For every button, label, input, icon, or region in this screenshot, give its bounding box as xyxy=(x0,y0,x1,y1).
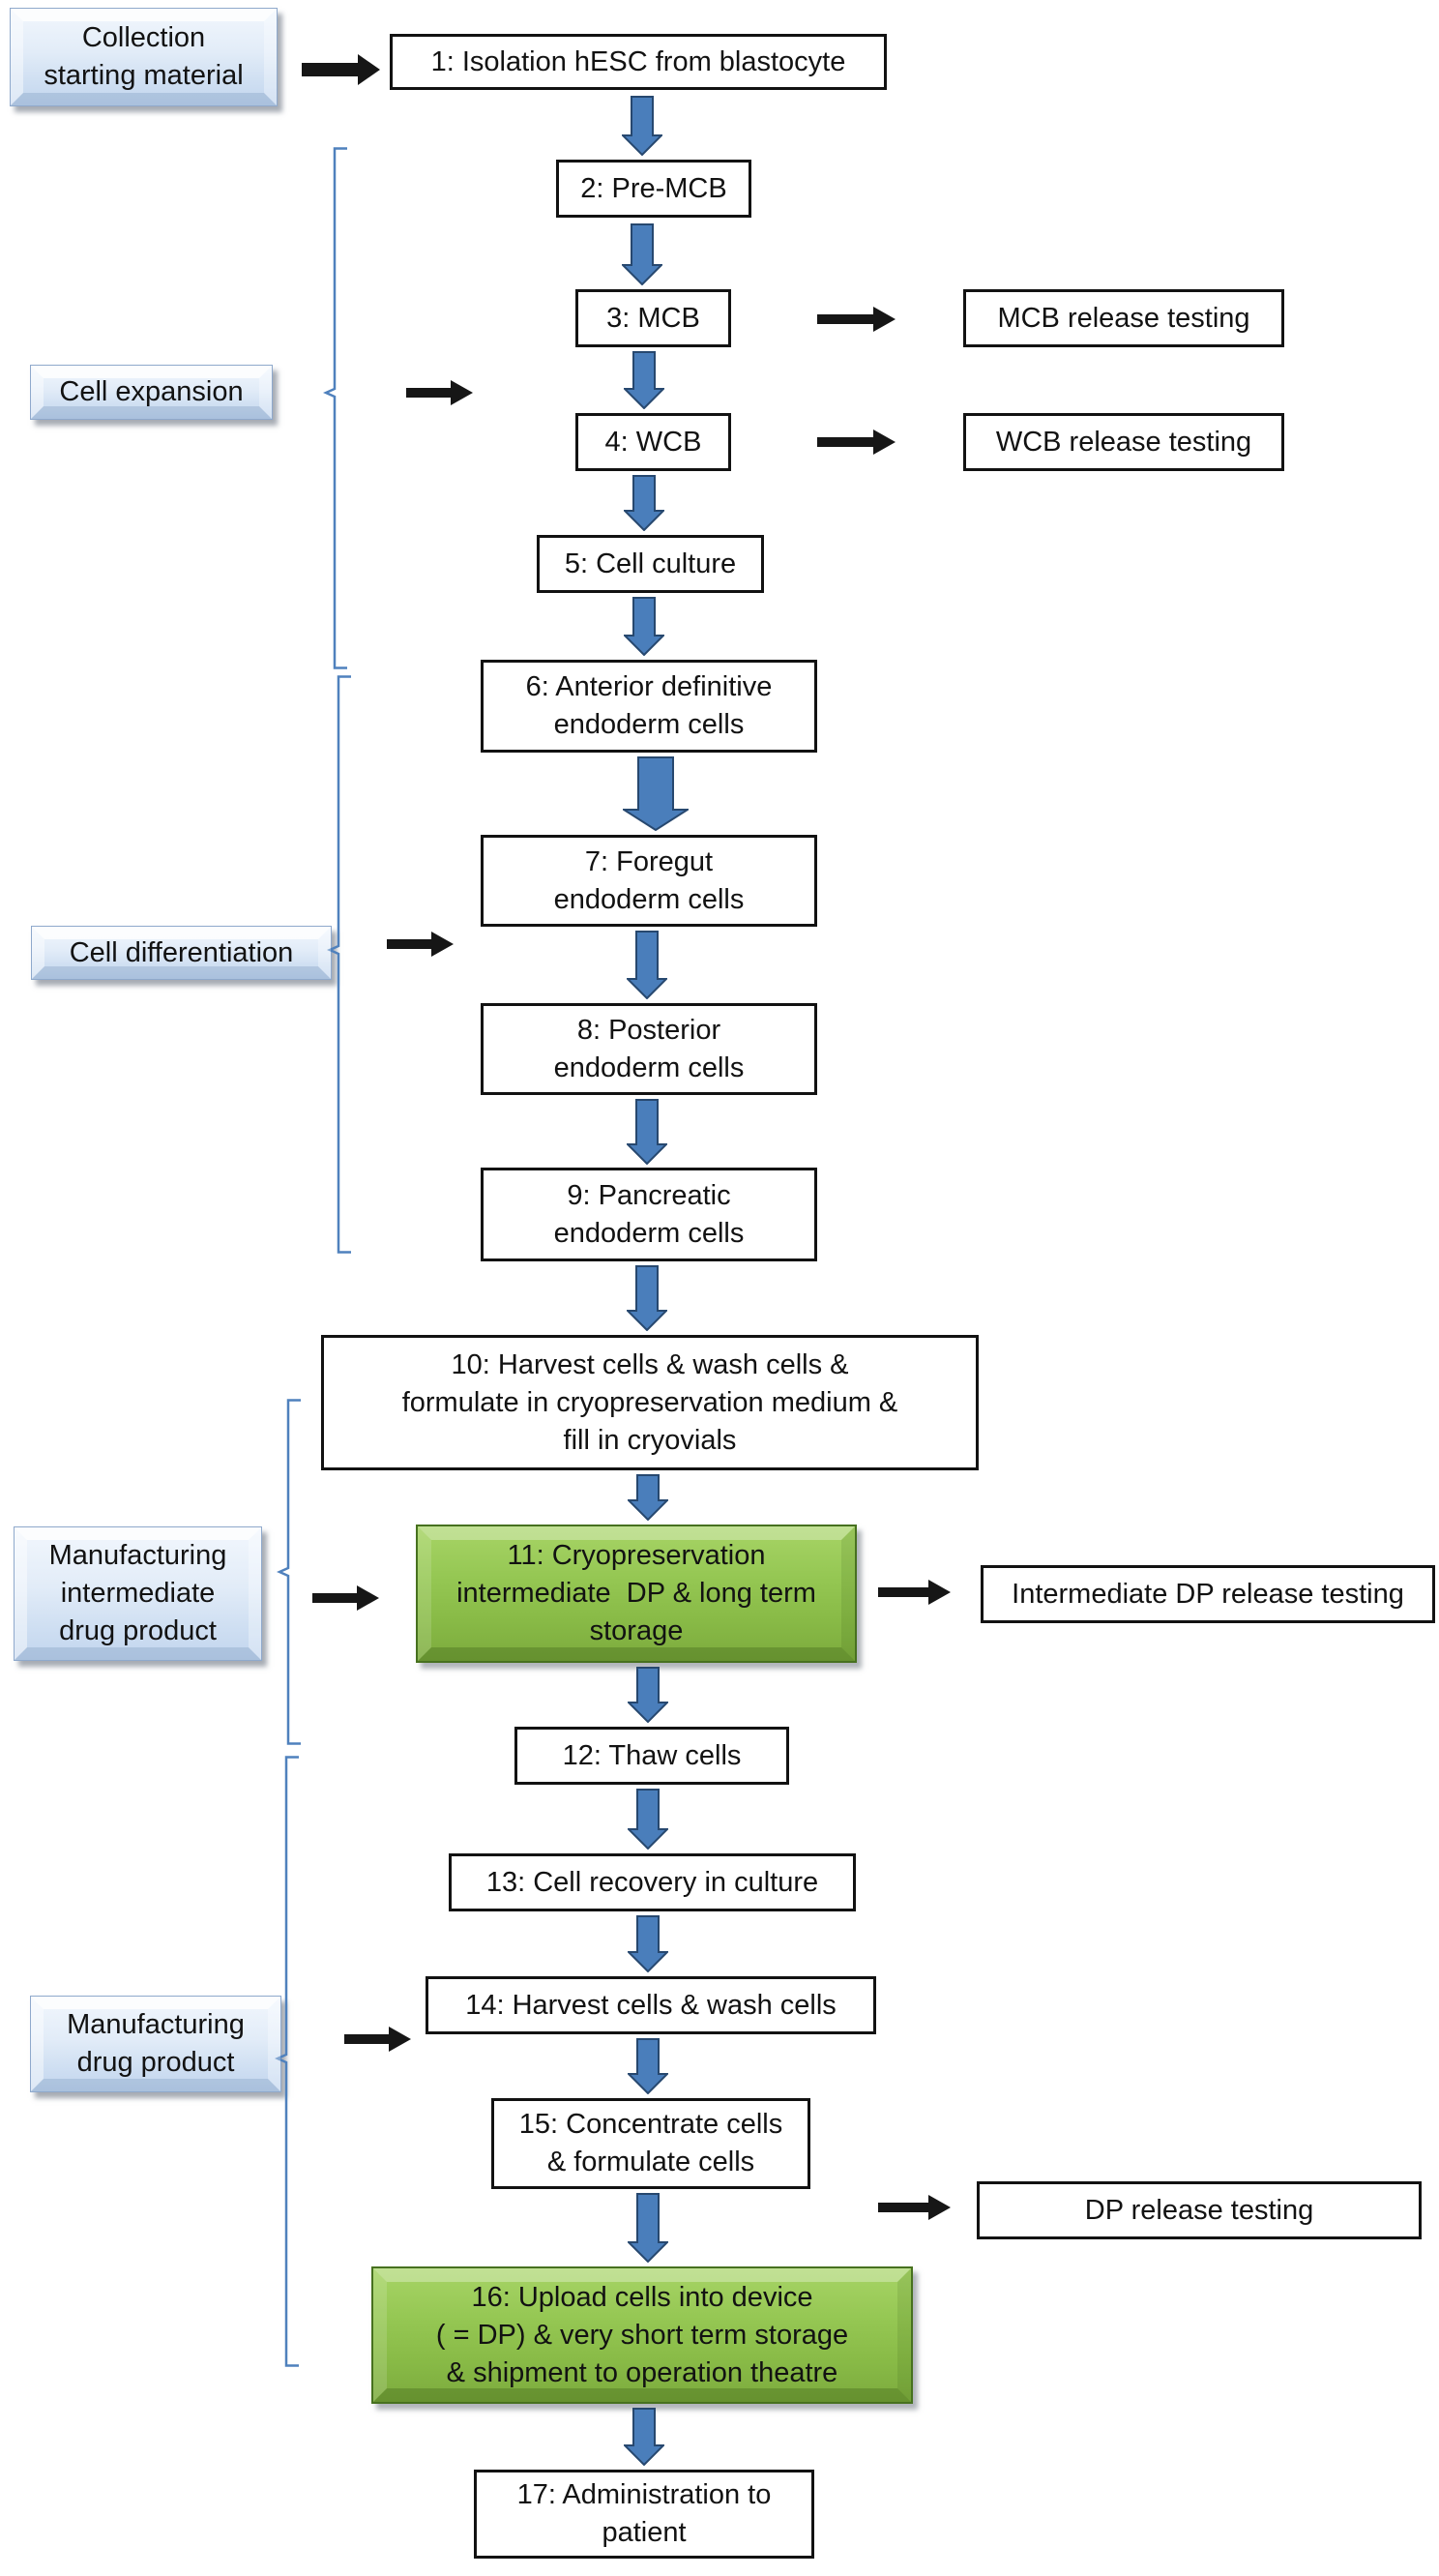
flow-arrow-down-12-13 xyxy=(628,1789,668,1850)
flow-arrow-down-14-15 xyxy=(628,2038,668,2094)
stage-label-text: Cell differentiation xyxy=(69,936,294,968)
step-10-box: 10: Harvest cells & wash cells & formula… xyxy=(321,1335,979,1470)
flow-arrow-down-13-14 xyxy=(628,1915,668,1972)
release-test-label: DP release testing xyxy=(1084,2194,1314,2226)
arrow-right-step3-to-mcb-release xyxy=(817,305,896,334)
arrow-right-cell-expansion xyxy=(406,378,474,407)
step-17-label: 17: Administration to patient xyxy=(516,2479,772,2548)
step-4-box: 4: WCB xyxy=(575,413,731,471)
step-17-box: 17: Administration to patient xyxy=(474,2470,814,2559)
wcb-release-testing-box: WCB release testing xyxy=(963,413,1284,471)
step-3-label: 3: MCB xyxy=(606,302,700,334)
step-6-box: 6: Anterior definitive endoderm cells xyxy=(481,660,817,753)
step-7-box: 7: Foregut endoderm cells xyxy=(481,835,817,927)
flow-arrow-down-9-10 xyxy=(627,1265,667,1331)
step-1-box: 1: Isolation hESC from blastocyte xyxy=(390,34,887,90)
step-10-label: 10: Harvest cells & wash cells & formula… xyxy=(401,1348,898,1456)
release-test-label: WCB release testing xyxy=(995,426,1252,458)
step-9-label: 9: Pancreatic endoderm cells xyxy=(553,1179,745,1249)
step-14-label: 14: Harvest cells & wash cells xyxy=(465,1989,837,2021)
arrow-right-to-dp-release xyxy=(878,2193,952,2222)
flow-arrow-down-11-12 xyxy=(628,1667,668,1723)
step-11-label: 11: Cryopreservation intermediate DP & l… xyxy=(456,1540,816,1646)
step-7-label: 7: Foregut endoderm cells xyxy=(553,845,745,915)
flow-arrow-down-8-9 xyxy=(627,1099,667,1165)
step-12-box: 12: Thaw cells xyxy=(514,1727,789,1785)
flow-arrow-down-1-2 xyxy=(622,96,662,156)
step-2-box: 2: Pre-MCB xyxy=(556,160,751,218)
mcb-release-testing-box: MCB release testing xyxy=(963,289,1284,347)
arrow-right-collection-to-step1 xyxy=(302,53,381,86)
step-16-box-highlighted: 16: Upload cells into device ( = DP) & v… xyxy=(371,2266,913,2404)
arrow-right-cell-differentiation xyxy=(387,930,455,959)
step-5-label: 5: Cell culture xyxy=(564,548,737,579)
flow-arrow-down-3-4 xyxy=(624,351,664,409)
stage-label-text: Collection starting material xyxy=(44,22,244,91)
step-1-label: 1: Isolation hESC from blastocyte xyxy=(430,45,846,77)
step-3-box: 3: MCB xyxy=(575,289,731,347)
bracket-manufacturing-intermediate-dp xyxy=(277,1399,302,1745)
stage-label-manufacturing-intermediate-drug-product: Manufacturing intermediate drug product xyxy=(14,1526,262,1661)
arrow-right-step11-to-intermediate-dp-release xyxy=(878,1578,952,1607)
step-11-box-highlighted: 11: Cryopreservation intermediate DP & l… xyxy=(416,1525,857,1663)
stage-label-text: Cell expansion xyxy=(59,376,244,407)
flow-arrow-down-2-3 xyxy=(622,223,662,285)
stage-label-manufacturing-drug-product: Manufacturing drug product xyxy=(30,1996,281,2092)
dp-release-testing-box: DP release testing xyxy=(977,2181,1422,2239)
step-15-box: 15: Concentrate cells & formulate cells xyxy=(491,2098,810,2189)
step-5-box: 5: Cell culture xyxy=(537,535,764,593)
step-4-label: 4: WCB xyxy=(604,426,702,458)
flow-arrow-down-16-17 xyxy=(624,2408,664,2466)
intermediate-dp-release-testing-box: Intermediate DP release testing xyxy=(981,1565,1435,1623)
step-15-label: 15: Concentrate cells & formulate cells xyxy=(518,2109,783,2177)
flow-arrow-down-10-11 xyxy=(628,1474,668,1521)
bracket-cell-expansion xyxy=(323,147,348,669)
step-12-label: 12: Thaw cells xyxy=(562,1739,742,1771)
flow-arrow-down-4-5 xyxy=(624,475,664,531)
step-2-label: 2: Pre-MCB xyxy=(580,172,727,204)
arrow-right-manufacturing-drug-product xyxy=(344,2025,412,2054)
arrow-right-manufacturing-intermediate-dp xyxy=(312,1584,380,1613)
step-13-box: 13: Cell recovery in culture xyxy=(449,1853,856,1911)
step-14-box: 14: Harvest cells & wash cells xyxy=(426,1976,876,2034)
step-6-label: 6: Anterior definitive endoderm cells xyxy=(525,671,773,740)
stage-label-cell-expansion: Cell expansion xyxy=(30,365,273,420)
release-test-label: Intermediate DP release testing xyxy=(1012,1578,1404,1610)
flow-arrow-down-7-8 xyxy=(627,931,667,999)
flow-arrow-down-5-6 xyxy=(624,597,664,656)
step-8-box: 8: Posterior endoderm cells xyxy=(481,1003,817,1095)
bracket-cell-differentiation xyxy=(327,675,352,1254)
stage-label-collection-starting-material: Collection starting material xyxy=(10,8,278,106)
stage-label-text: Manufacturing drug product xyxy=(67,2009,245,2078)
release-test-label: MCB release testing xyxy=(997,302,1250,334)
bracket-manufacturing-drug-product xyxy=(275,1756,300,2367)
step-16-label: 16: Upload cells into device ( = DP) & v… xyxy=(435,2281,849,2388)
step-8-label: 8: Posterior endoderm cells xyxy=(553,1014,745,1083)
step-9-box: 9: Pancreatic endoderm cells xyxy=(481,1168,817,1261)
stage-label-cell-differentiation: Cell differentiation xyxy=(31,926,332,980)
flow-arrow-down-15-16 xyxy=(628,2193,668,2263)
arrow-right-step4-to-wcb-release xyxy=(817,428,896,457)
flow-arrow-down-6-7 xyxy=(623,756,689,831)
step-13-label: 13: Cell recovery in culture xyxy=(485,1866,819,1898)
stage-label-text: Manufacturing intermediate drug product xyxy=(48,1540,227,1646)
